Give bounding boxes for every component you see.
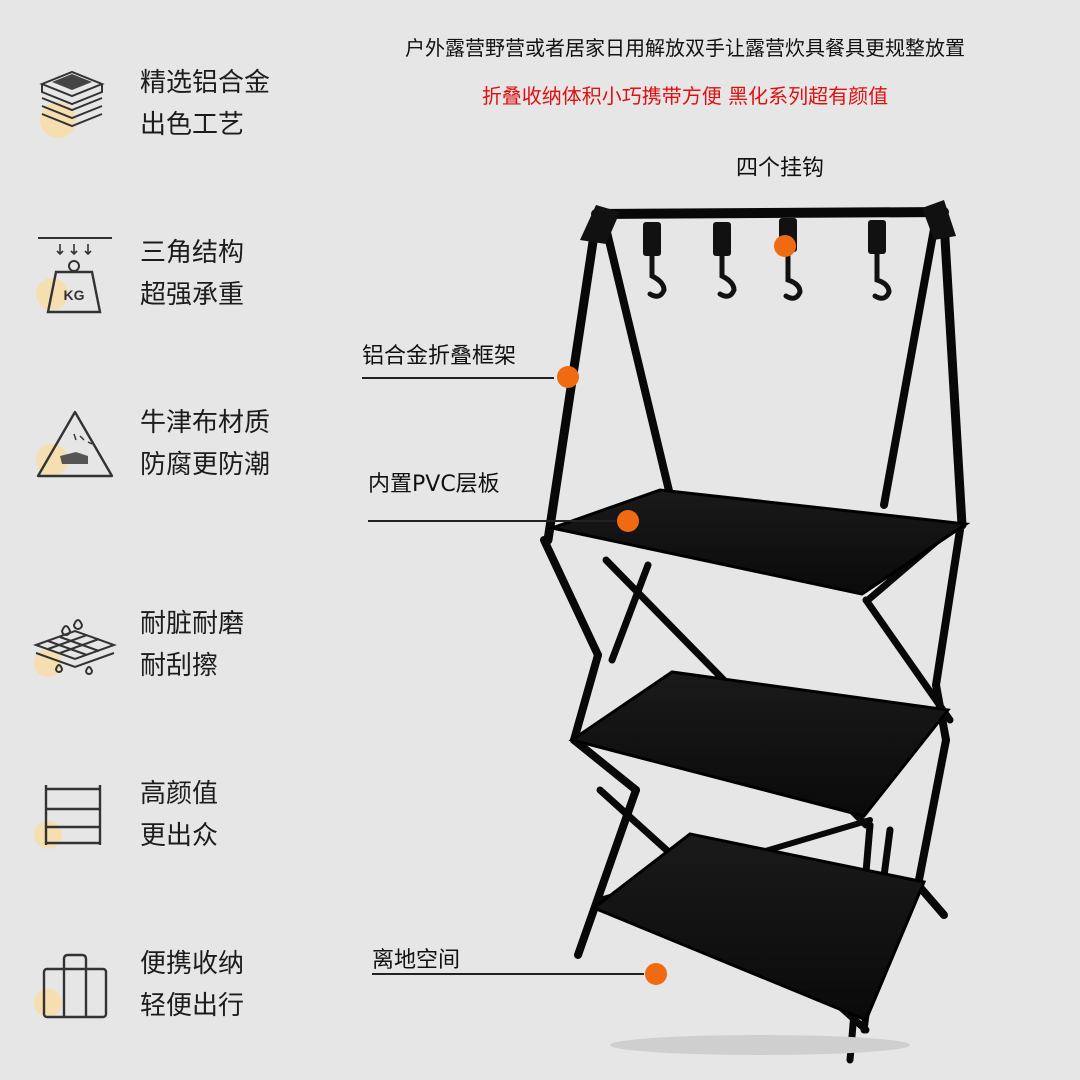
bag-icon	[30, 943, 120, 1033]
callout-shelf: 内置PVC层板	[368, 472, 500, 497]
feature-oxford-line1: 牛津布材质	[140, 408, 271, 438]
callout-frame-dot	[557, 366, 579, 388]
feature-portable: 便携收纳 轻便出行	[30, 943, 330, 1053]
folding-rack-image	[360, 140, 1080, 1080]
shelf-icon	[30, 773, 120, 863]
headline-sub: 折叠收纳体积小巧携带方便 黑化系列超有颜值	[481, 84, 889, 108]
callout-ground: 离地空间	[372, 948, 461, 973]
feature-portable-line1: 便携收纳	[140, 949, 245, 979]
feature-looks-line1: 高颜值	[140, 779, 219, 809]
callout-hooks-dot	[774, 235, 796, 257]
feature-triangle-line1: 三角结构	[140, 238, 245, 268]
feature-looks: 高颜值 更出众	[30, 773, 330, 883]
svg-text:KG: KG	[64, 287, 85, 303]
feature-durable: 耐脏耐磨 耐刮擦	[30, 603, 330, 713]
feature-durable-line1: 耐脏耐磨	[140, 609, 245, 639]
headline-main: 户外露营野营或者居家日用解放双手让露营炊具餐具更规整放置	[405, 36, 965, 60]
feature-aluminum-line1: 精选铝合金	[140, 68, 271, 98]
feature-oxford: 牛津布材质 防腐更防潮	[30, 402, 330, 512]
feature-oxford-line2: 防腐更防潮	[140, 450, 271, 480]
feature-aluminum-line2: 出色工艺	[140, 110, 245, 140]
callout-frame: 铝合金折叠框架	[362, 344, 517, 369]
weight-kg-icon: KG	[30, 232, 120, 322]
feature-portable-line2: 轻便出行	[140, 991, 245, 1021]
callout-ground-dot	[645, 963, 667, 985]
feature-triangle-line2: 超强承重	[140, 280, 245, 310]
feature-triangle: KG 三角结构 超强承重	[30, 232, 330, 342]
callout-hooks: 四个挂钩	[736, 156, 825, 181]
callout-frame-line	[362, 377, 554, 379]
callout-shelf-dot	[617, 510, 639, 532]
feature-looks-line2: 更出众	[140, 821, 219, 851]
warning-hand-icon	[30, 402, 120, 492]
stacked-layers-icon	[30, 62, 120, 152]
callout-shelf-line	[368, 520, 616, 522]
callout-ground-line	[372, 973, 644, 975]
feature-aluminum: 精选铝合金 出色工艺	[30, 62, 330, 172]
feature-durable-line2: 耐刮擦	[140, 651, 219, 681]
water-drops-fabric-icon	[30, 603, 120, 693]
